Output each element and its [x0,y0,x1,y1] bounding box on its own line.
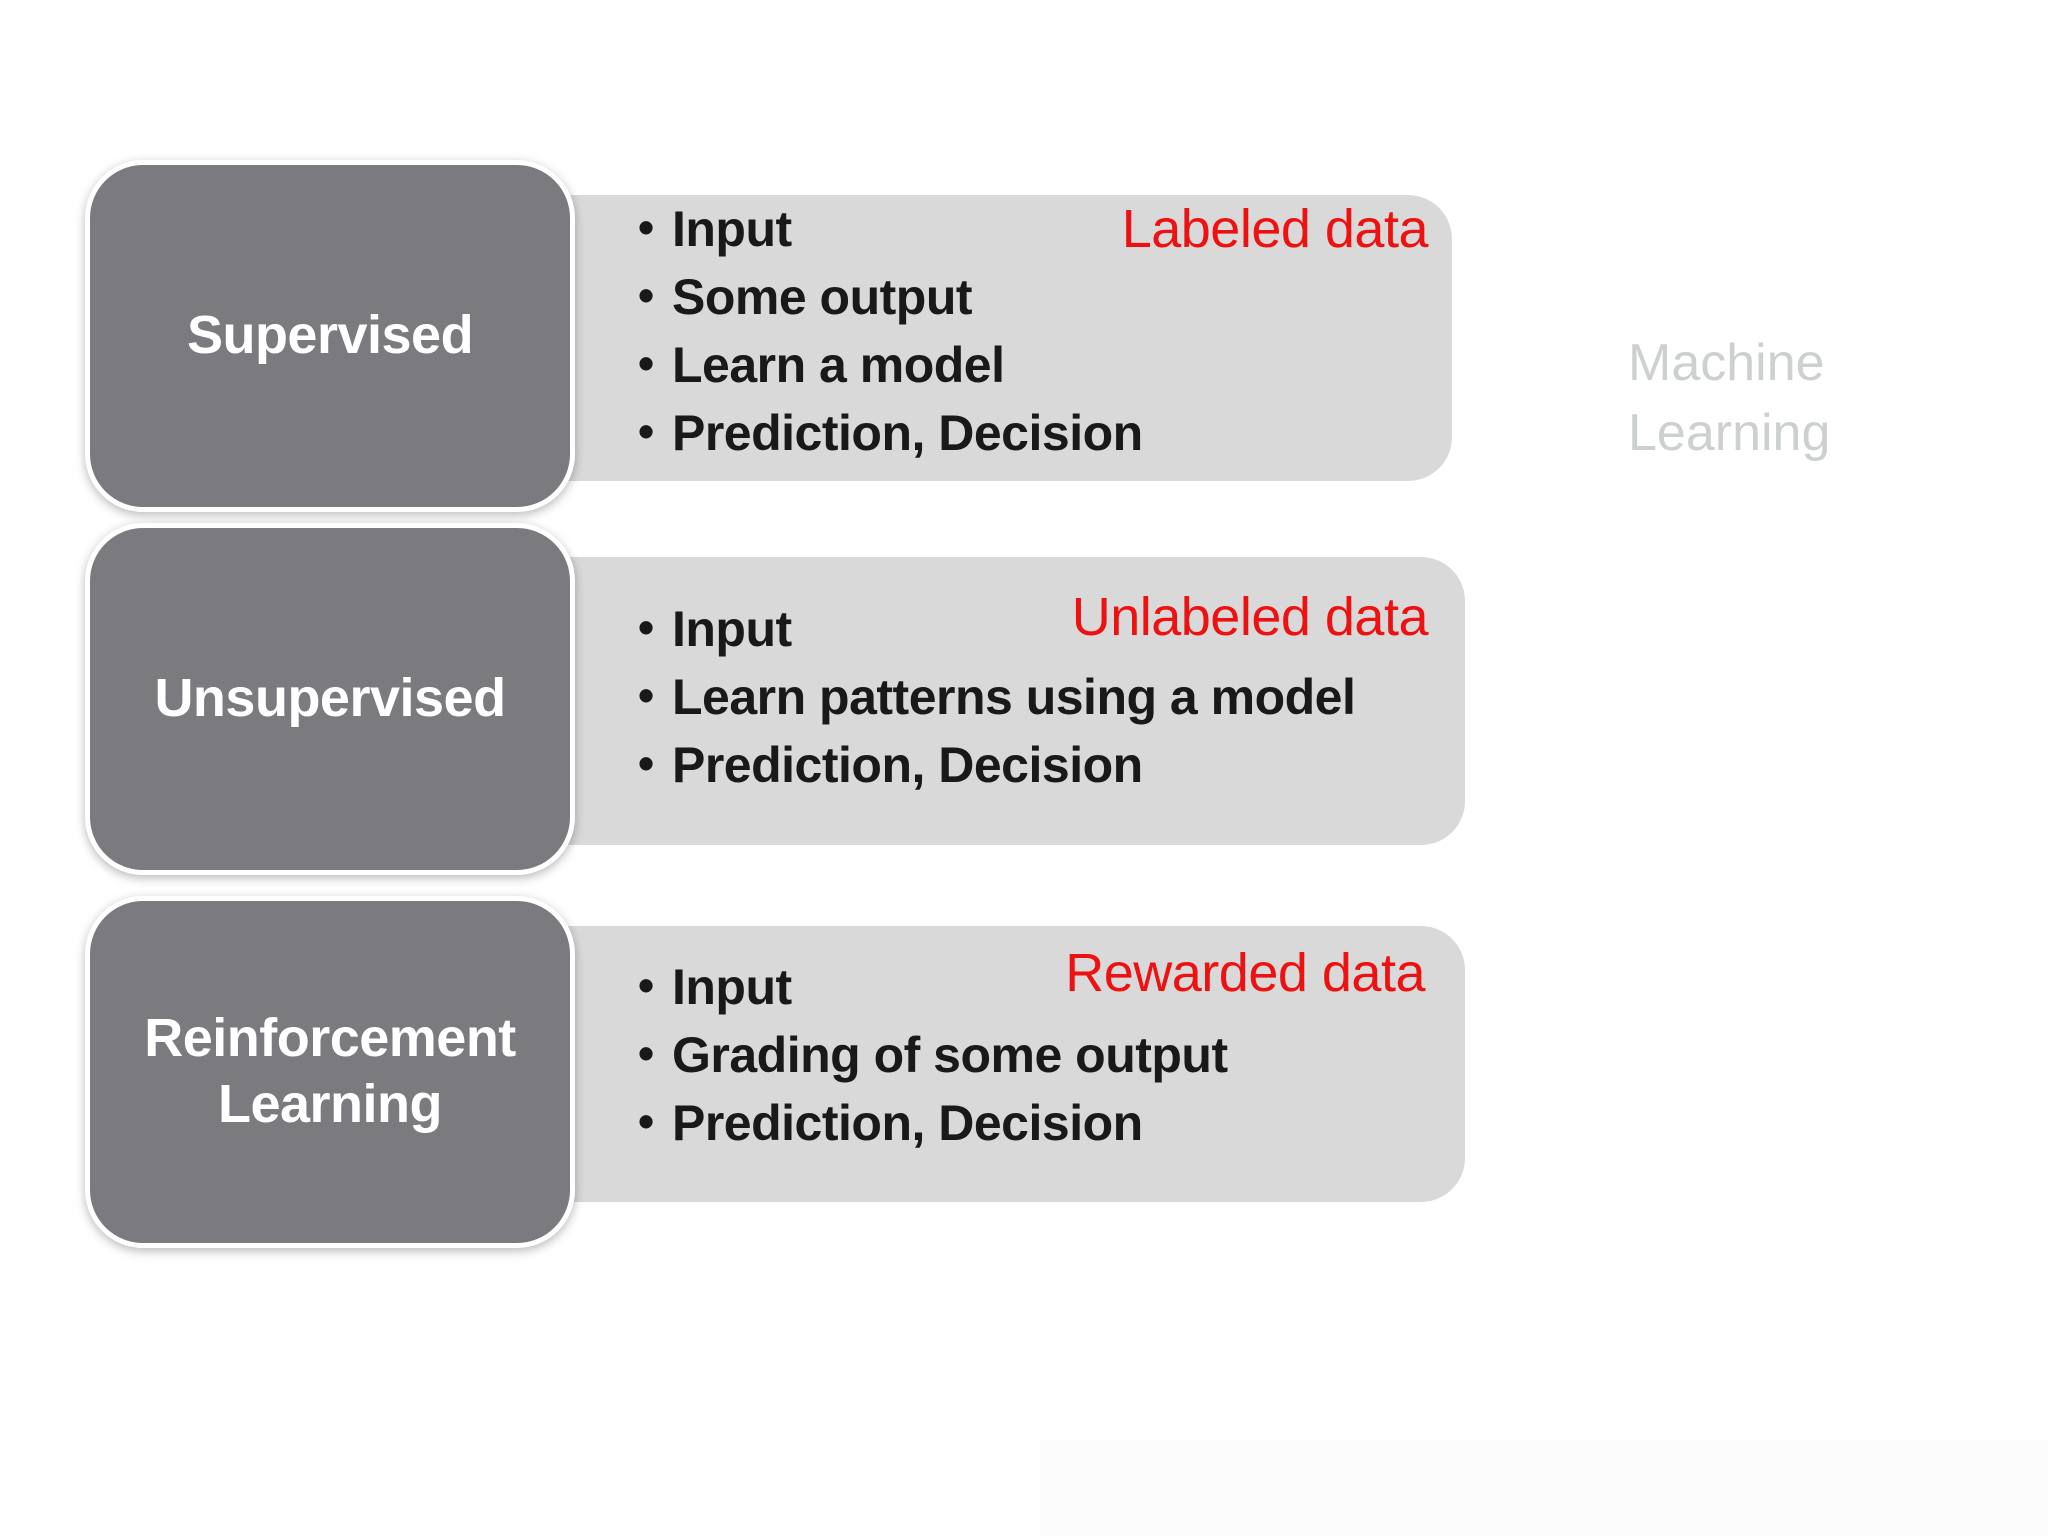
watermark-line-2: Learning [1628,404,1831,462]
reinforcement-title-box: Reinforcement Learning [85,896,575,1248]
bullet-item: Some output [628,261,1143,331]
unlabeled-data-annotation: Unlabeled data [1071,587,1429,647]
machine-learning-watermark: Machine Learning [1628,328,1830,468]
reinforcement-bullet-list: Input Grading of some output Prediction,… [628,951,1228,1157]
unsupervised-title: Unsupervised [154,668,506,729]
bullet-item: Input [628,593,1355,663]
bullet-item: Learn a model [628,329,1143,399]
bullet-item: Prediction, Decision [628,1087,1228,1157]
watermark-line-1: Machine [1628,334,1825,392]
supervised-detail-box: Input Some output Learn a model Predicti… [500,193,1452,481]
reinforcement-title: Reinforcement Learning [144,1008,516,1134]
bullet-item: Learn patterns using a model [628,661,1356,731]
bullet-item: Input [628,951,1228,1021]
rewarded-data-annotation: Rewarded data [1065,943,1425,1003]
supervised-bullet-list: Input Some output Learn a model Predicti… [628,193,1143,467]
unsupervised-title-box: Unsupervised [85,523,575,875]
bullet-item: Grading of some output [628,1019,1228,1089]
supervised-title: Supervised [186,305,474,366]
bullet-item: Prediction, Decision [628,729,1355,799]
reinforcement-detail-box: Input Grading of some output Prediction,… [500,926,1465,1202]
unsupervised-bullet-list: Input Learn patterns using a model Predi… [628,593,1356,799]
bullet-item: Input [628,193,1143,263]
supervised-title-box: Supervised [85,160,575,512]
unsupervised-detail-box: Input Learn patterns using a model Predi… [500,557,1465,845]
bullet-item: Prediction, Decision [628,397,1143,467]
labeled-data-annotation: Labeled data [1121,199,1429,259]
background-artifact [1040,1440,2048,1536]
